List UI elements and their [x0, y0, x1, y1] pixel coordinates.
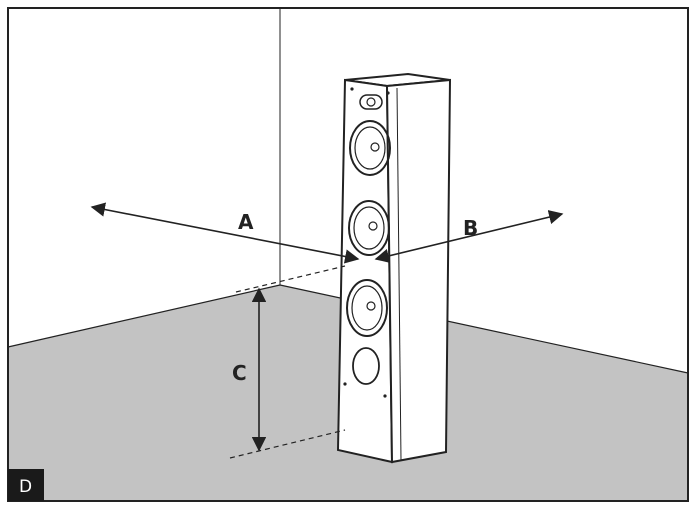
bass-port [352, 347, 380, 385]
woofer-upper [349, 120, 391, 176]
dimension-c: C [229, 265, 346, 459]
label-b: B [463, 216, 478, 240]
badge-label: D [19, 477, 32, 497]
tower-speaker [336, 72, 452, 464]
dimension-b: B [374, 210, 564, 263]
tweeter [359, 94, 383, 110]
dimension-a: A [90, 202, 360, 264]
speaker-front-panel [336, 78, 394, 464]
speaker-screws [343, 87, 390, 398]
extension-line-lower [229, 429, 346, 459]
speaker-side-panel [385, 78, 452, 464]
diagram-frame [7, 7, 689, 502]
badge-background [8, 469, 44, 501]
speaker-front-bevel [396, 87, 402, 461]
left-floor-edge [7, 284, 281, 348]
woofer-lower [346, 279, 388, 337]
arrow-b-line [374, 210, 564, 263]
label-a: A [238, 210, 254, 234]
label-c: C [232, 361, 247, 385]
arrow-a-line [90, 202, 360, 264]
figure-badge: D [8, 469, 44, 501]
